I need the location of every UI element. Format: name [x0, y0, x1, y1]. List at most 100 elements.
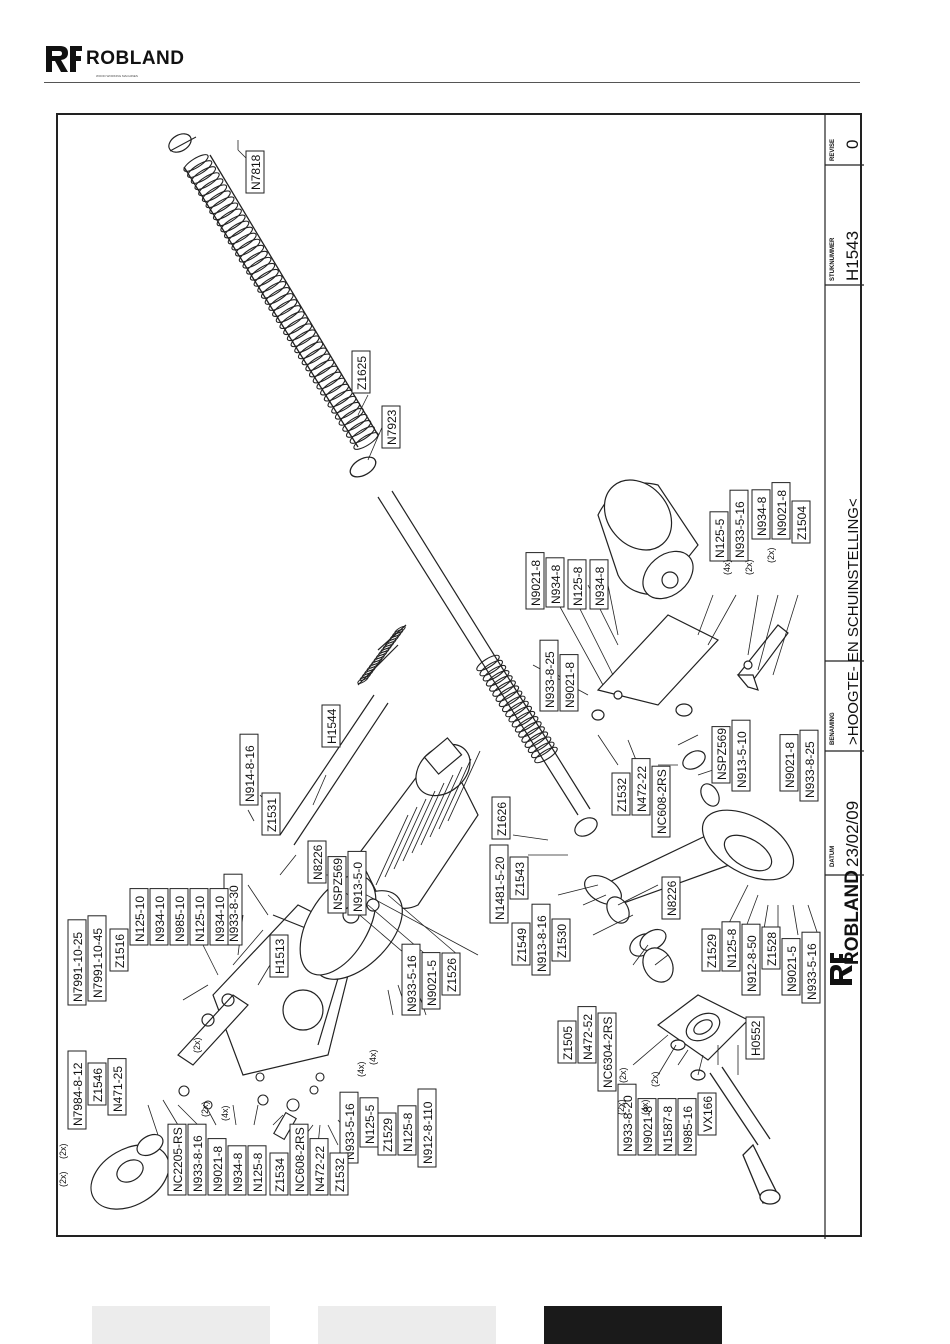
part-label-text: N913-5-0	[351, 862, 365, 912]
part-label-text: N9021-5	[785, 946, 799, 992]
spindle-z1625	[168, 133, 379, 450]
part-label-text: N7923	[385, 409, 399, 445]
part-label-p49: N933-8-20	[617, 1083, 637, 1156]
part-label-p29: Z1546	[87, 1062, 107, 1106]
part-label-text: Z1531	[265, 798, 279, 832]
part-label-p79: Z1504	[791, 500, 811, 544]
part-label-p31: NC2205-RS	[167, 1123, 187, 1196]
part-label-text: N125-5	[713, 518, 727, 558]
part-label-p66: N913-5-10	[731, 719, 751, 792]
part-label-text: Z1534	[273, 1158, 287, 1192]
stuknummer-value: H1543	[843, 231, 862, 281]
part-label-text: Z1528	[765, 932, 779, 966]
part-label-text: N9021-5	[425, 960, 439, 1006]
crank-vx166	[709, 1066, 781, 1205]
part-label-p41: N1481-5-20	[489, 844, 509, 924]
part-label-text: N912-8-110	[421, 1101, 435, 1164]
part-label-p13: N7991-10-45	[87, 915, 107, 1002]
part-label-text: N933-5-16	[805, 943, 819, 1000]
part-label-p1: N7818	[245, 150, 265, 194]
part-label-p7: N8226	[307, 840, 327, 884]
part-label-p16: N934-10	[149, 888, 169, 946]
part-label-p39: Z1532	[329, 1152, 349, 1196]
part-label-p45: Z1530	[551, 918, 571, 962]
part-label-p69: N933-8-25	[799, 729, 819, 802]
part-label-text: H1513	[273, 938, 287, 974]
disk-z1546	[90, 1133, 170, 1210]
tab-1[interactable]	[92, 1306, 270, 1344]
part-label-p43: Z1549	[511, 922, 531, 966]
part-label-p5: N914-8-16	[239, 733, 259, 806]
part-label-text: N985-16	[681, 1106, 695, 1152]
part-label-text: NC2205-RS	[171, 1127, 185, 1192]
part-label-p17: N985-10	[169, 888, 189, 946]
title-block-logo: ROBLAND	[842, 870, 863, 965]
part-label-text: Z1529	[705, 934, 719, 968]
part-label-text: Z1516	[113, 934, 127, 968]
part-label-text: N125-10	[133, 896, 147, 942]
part-label-p61: N8226	[661, 876, 681, 920]
quantity-label: (4x)	[640, 1099, 650, 1115]
part-label-p19: N934-10	[209, 888, 229, 946]
part-label-text: N125-10	[193, 896, 207, 942]
part-label-text: N933-8-25	[803, 741, 817, 798]
part-label-p28: N7984-8-12	[67, 1050, 87, 1130]
part-label-text: N472-22	[313, 1146, 327, 1192]
part-label-text: N933-8-16	[191, 1135, 205, 1192]
datum-label: DATUM	[830, 846, 836, 867]
part-label-p20: N933-5-16	[401, 943, 421, 1016]
part-label-p4: H1544	[321, 704, 341, 748]
part-label-text: N933-5-16	[343, 1103, 357, 1160]
part-label-p38: N472-22	[309, 1138, 329, 1196]
part-label-p46: Z1505	[557, 1020, 577, 1064]
quantity-label: (2x)	[650, 1071, 660, 1087]
part-label-text: N912-8-50	[745, 935, 759, 992]
part-label-text: H0552	[749, 1020, 763, 1056]
part-label-text: H1544	[325, 708, 339, 744]
part-label-p73: N125-8	[567, 559, 587, 610]
part-label-text: N9021-8	[783, 742, 797, 788]
benaming-label: BENAMING	[830, 712, 836, 745]
part-label-p25: N912-8-110	[417, 1088, 437, 1168]
part-label-p33: N9021-8	[207, 1138, 227, 1196]
part-label-text: N8226	[665, 880, 679, 916]
part-label-text: N914-8-16	[243, 745, 257, 802]
page-header: ROBLAND WOOD WORKING MACHINES	[0, 0, 950, 90]
tab-2[interactable]	[318, 1306, 496, 1344]
part-label-p58: Z1528	[761, 926, 781, 970]
flange-h0552	[656, 994, 750, 1081]
part-label-text: Z1543	[513, 862, 527, 896]
part-label-p22: Z1526	[441, 952, 461, 996]
part-label-p12: N7991-10-25	[67, 919, 87, 1006]
part-label-text: N934-10	[213, 896, 227, 942]
bottom-tabs	[0, 1306, 950, 1344]
part-label-p9: N913-5-0	[347, 850, 367, 916]
motor-right	[597, 479, 699, 600]
part-label-p67: N9021-8	[779, 734, 799, 792]
quantity-label: (2x)	[766, 547, 776, 563]
tab-3[interactable]	[544, 1306, 722, 1344]
title-block: DATUM 23/02/09 BENAMING >HOOGTE- EN SCHU…	[830, 139, 863, 985]
part-label-text: N933-5-16	[733, 501, 747, 558]
quantity-label: (2x)	[618, 1067, 628, 1083]
part-label-p53: VX166	[697, 1092, 717, 1136]
part-label-p51: N1587-8	[657, 1098, 677, 1156]
part-label-text: N472-52	[581, 1014, 595, 1060]
part-label-p56: N125-8	[721, 921, 741, 972]
part-label-p60: N933-5-16	[801, 931, 821, 1004]
motor-bracket	[596, 614, 789, 706]
part-label-p50: N9021-8	[637, 1098, 657, 1156]
part-label-p8: NSPZ569	[327, 856, 347, 914]
part-label-p74: N934-8	[589, 559, 609, 610]
part-label-p24: N125-8	[397, 1105, 417, 1156]
part-label-p76: N933-5-16	[729, 489, 749, 562]
part-label-p11: H1513	[269, 934, 289, 978]
rod	[377, 490, 591, 816]
quantity-label: (4x)	[220, 1105, 230, 1121]
part-label-text: N9021-8	[775, 490, 789, 536]
title-block-logo-icon	[830, 953, 852, 985]
part-label-text: N125-5	[363, 1104, 377, 1144]
quantity-label: (2x)	[744, 559, 754, 575]
part-label-text: Z1504	[795, 506, 809, 540]
